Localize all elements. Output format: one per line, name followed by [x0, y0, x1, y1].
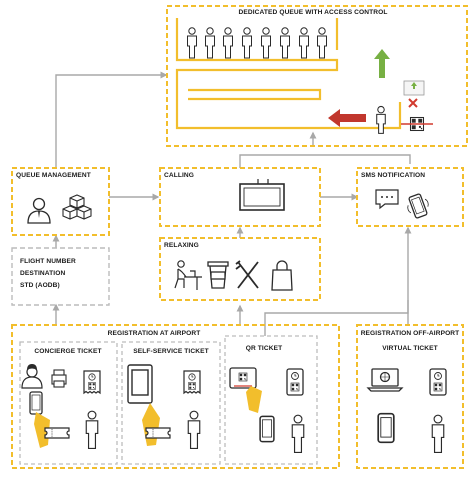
- person-icon: [280, 27, 290, 59]
- chat-bubble-icon: [375, 189, 399, 210]
- person-icon: [85, 410, 99, 449]
- connector-calling-to-sms: [239, 154, 411, 168]
- registration-airport-title: REGISTRATION AT AIRPORT: [107, 330, 201, 337]
- self-service-ticket-title: SELF-SERVICE TICKET: [133, 348, 209, 355]
- aodb-line-1: FLIGHT NUMBER: [20, 258, 76, 265]
- virtual-ticket-title: VIRTUAL TICKET: [382, 345, 438, 352]
- qr-phone-icon: [430, 369, 446, 395]
- registration-off-airport-title: REGISTRATION OFF-AIRPORT: [360, 330, 460, 337]
- qr-receipt-icon: [84, 371, 100, 393]
- red-left-arrow: [328, 109, 366, 127]
- concierge-ticket-title: CONCIERGE TICKET: [34, 348, 102, 355]
- scan-beam: [246, 386, 262, 413]
- person-icon: [187, 27, 197, 59]
- aodb-box: [11, 247, 110, 306]
- coffee-cup-icon: [207, 261, 229, 289]
- access-control-icon: [401, 80, 433, 132]
- person-icon: [261, 27, 271, 59]
- person-icon: [223, 27, 233, 59]
- registration-off-airport-box: [356, 324, 464, 469]
- person-icon: [205, 27, 215, 59]
- cutlery-icon: [235, 260, 259, 289]
- manager-icon: [27, 197, 51, 224]
- person-icon: [187, 410, 201, 449]
- phone-icon: [407, 192, 429, 220]
- connector-queue-mgmt-to-dedicated: [55, 71, 168, 168]
- phone-icon: [259, 415, 275, 443]
- self-service-ticket-box: [121, 341, 221, 465]
- boxes-icon: [62, 194, 92, 220]
- ticket-icon: [44, 427, 70, 439]
- phone-icon: [377, 412, 395, 444]
- queue-management-box: [11, 167, 110, 236]
- relaxing-box: [159, 237, 321, 301]
- attendant-icon: [21, 364, 43, 389]
- registration-airport-box: [11, 324, 340, 469]
- person-icon: [242, 27, 252, 59]
- queue-management-title: QUEUE MANAGEMENT: [16, 172, 91, 179]
- qr-ticket-box: [224, 335, 318, 465]
- qr-phone-icon: [287, 369, 303, 395]
- calling-title: CALLING: [164, 172, 195, 179]
- qr-scanner-icon: [229, 367, 257, 389]
- queue-single-person: [376, 105, 386, 134]
- queue-maze: [175, 18, 402, 130]
- aodb-line-2: DESTINATION: [20, 270, 66, 277]
- aodb-line-3: STD (AODB): [20, 282, 60, 289]
- queue-people: [187, 27, 327, 59]
- scan-beam: [142, 403, 160, 446]
- laptop-icon: [366, 368, 404, 392]
- printer-icon: [51, 369, 67, 388]
- person-icon: [431, 414, 445, 453]
- sms-notification-title: SMS NOTIFICATION: [361, 172, 426, 179]
- relaxing-title: RELAXING: [164, 242, 199, 249]
- sms-notification-box: [356, 167, 464, 227]
- person-at-table-icon: [174, 260, 202, 290]
- kiosk-icon: [127, 364, 153, 404]
- scan-beam: [34, 412, 50, 448]
- shopping-bag-icon: [271, 260, 293, 291]
- green-up-arrow: [374, 49, 390, 78]
- dedicated-queue-box: [166, 5, 468, 147]
- dedicated-queue-title: DEDICATED QUEUE WITH ACCESS CONTROL: [238, 9, 388, 16]
- qr-receipt-icon: [184, 371, 200, 393]
- person-icon: [317, 27, 327, 59]
- display-screen-icon: [239, 179, 285, 211]
- person-icon: [291, 414, 305, 453]
- concierge-ticket-box: [19, 341, 118, 465]
- calling-box: [159, 167, 321, 227]
- ticket-icon: [145, 427, 171, 439]
- phone-icon: [29, 391, 43, 415]
- qr-ticket-title: QR TICKET: [245, 345, 283, 352]
- person-icon: [299, 27, 309, 59]
